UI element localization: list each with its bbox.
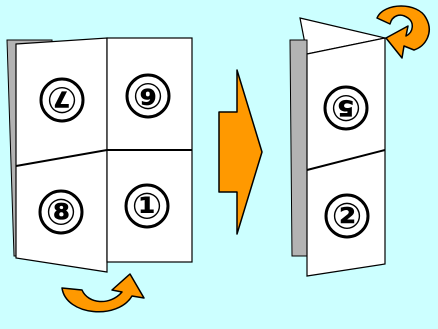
panel-5: ⑤	[325, 87, 367, 129]
panel-6-label: ⑥	[133, 76, 163, 117]
right-booklet-front-page	[307, 38, 385, 276]
panel-8: ⑧	[40, 191, 82, 233]
panel-5-label: ⑤	[331, 88, 361, 129]
left-booklet: ⑦ ⑥ ⑧ ①	[7, 38, 192, 272]
panel-2-label: ②	[332, 196, 362, 237]
panel-2: ②	[326, 195, 368, 237]
panel-7-label: ⑦	[47, 80, 77, 121]
panel-8-label: ⑧	[46, 192, 76, 233]
panel-1-label: ①	[132, 186, 162, 227]
right-booklet: ⑤ ②	[290, 18, 385, 276]
left-booklet-left-half	[16, 38, 107, 272]
curved-arrow-bottom-icon	[62, 274, 144, 312]
right-booklet-back-page	[290, 40, 307, 256]
panel-6: ⑥	[127, 75, 169, 117]
panel-1: ①	[126, 185, 168, 227]
panel-7: ⑦	[41, 79, 83, 121]
right-arrow-icon	[219, 70, 262, 234]
